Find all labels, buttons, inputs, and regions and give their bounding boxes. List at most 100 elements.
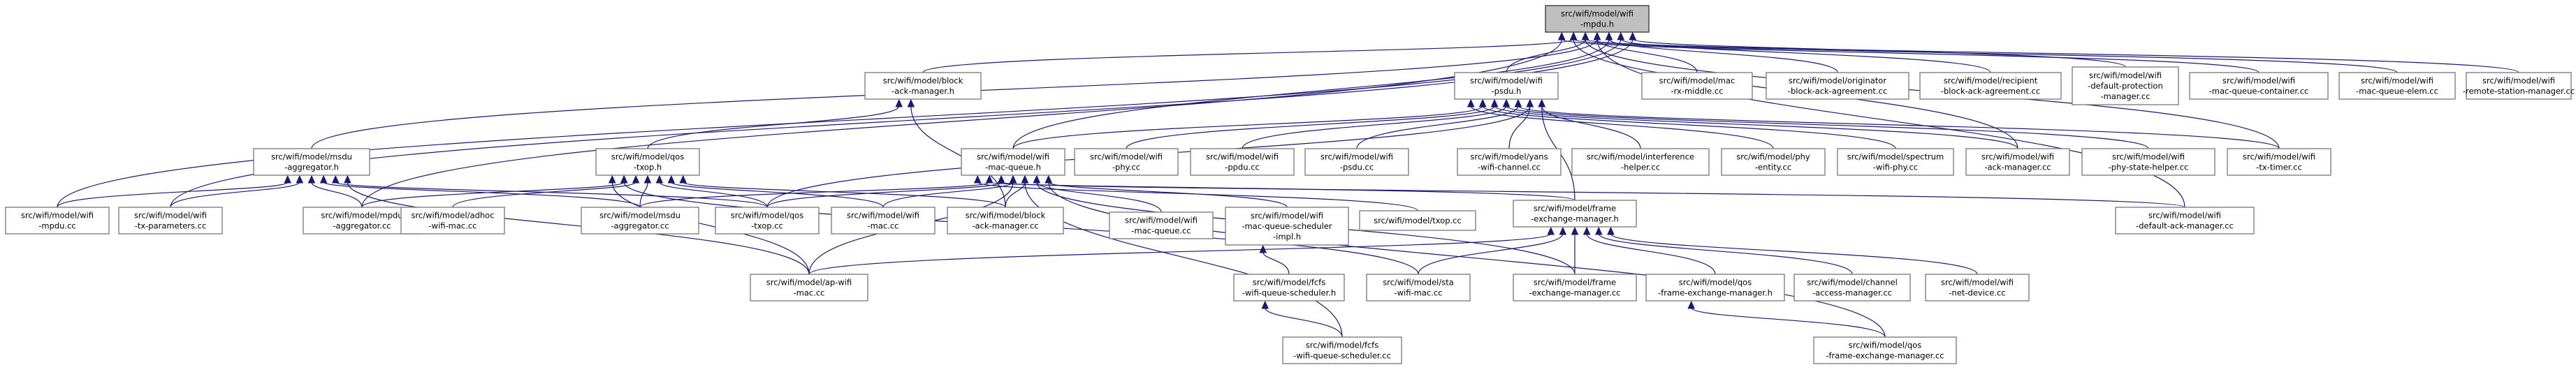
- file-node[interactable]: src/wifi/model/wifi-mac.cc: [831, 207, 936, 235]
- edge-line: [1000, 181, 2185, 208]
- arrowhead-icon: [1547, 226, 1555, 235]
- node-label: -aggregator.cc: [333, 221, 391, 231]
- file-node[interactable]: src/wifi/model/wifi-net-device.cc: [1925, 274, 2030, 302]
- file-node[interactable]: src/wifi/model/interference-helper.cc: [1571, 148, 1710, 176]
- arrowhead-icon: [1595, 226, 1603, 235]
- node-box: [2081, 148, 2215, 176]
- edge-line: [1561, 38, 2260, 73]
- file-node[interactable]: src/wifi/model/recipient-block-ack-agree…: [1919, 72, 2062, 100]
- root-node[interactable]: src/wifi/model/wifi-mpdu.h: [1545, 5, 1650, 33]
- edge-line: [361, 38, 1562, 208]
- file-node[interactable]: src/wifi/model/wifi-mac-queue-elem.cc: [2338, 72, 2456, 100]
- file-node[interactable]: src/wifi/model/fcfs-wifi-queue-scheduler…: [1282, 336, 1402, 364]
- node-label: src/wifi/model/wifi: [847, 211, 919, 221]
- edge-line: [659, 181, 768, 208]
- node-box: [1225, 207, 1349, 246]
- edge-line: [1356, 105, 1519, 149]
- file-node[interactable]: src/wifi/model/wifi-ppdu.cc: [1190, 148, 1295, 176]
- node-box: [1545, 5, 1650, 33]
- edge-line: [57, 181, 289, 208]
- edge-line: [57, 38, 1622, 208]
- dependency-edge: [1045, 174, 1288, 208]
- file-node[interactable]: src/wifi/model/block-ack-manager.h: [864, 72, 982, 100]
- node-box: [715, 207, 820, 235]
- arrowhead-icon: [319, 174, 328, 184]
- file-node[interactable]: src/wifi/model/yans-wifi-channel.cc: [1457, 148, 1562, 176]
- arrowhead-icon: [284, 174, 291, 184]
- node-label: -remote-station-manager.cc: [2463, 87, 2575, 96]
- file-node[interactable]: src/wifi/model/msdu-aggregator.h: [253, 148, 370, 176]
- file-node[interactable]: src/wifi/model/wifi-psdu.cc: [1304, 148, 1409, 176]
- node-box: [118, 207, 223, 235]
- node-label: src/wifi/model/block: [966, 211, 1046, 221]
- edge-line: [910, 105, 1006, 208]
- file-node[interactable]: src/wifi/model/wifi-phy-state-helper.cc: [2081, 148, 2215, 176]
- node-box: [400, 207, 505, 235]
- node-label: -mac-queue-elem.cc: [2356, 87, 2438, 96]
- file-node[interactable]: src/wifi/model/txop.cc: [1359, 210, 1476, 231]
- node-label: -mac-queue-container.cc: [2209, 87, 2309, 96]
- arrowhead-icon: [632, 174, 640, 184]
- file-node[interactable]: src/wifi/model/wifi-phy.cc: [1074, 148, 1179, 176]
- node-label: src/wifi/model/wifi: [2148, 211, 2221, 221]
- dependency-edge: [997, 174, 2185, 208]
- file-node[interactable]: src/wifi/model/originator-block-ack-agre…: [1766, 72, 1909, 100]
- dependency-edge: [170, 31, 1637, 208]
- file-node[interactable]: src/wifi/model/wifi-remote-station-manag…: [2463, 72, 2575, 100]
- file-node[interactable]: src/wifi/model/wifi-default-ack-manager.…: [2115, 207, 2255, 235]
- file-node[interactable]: src/wifi/model/wifi-psdu.h: [1454, 72, 1559, 100]
- file-node[interactable]: src/wifi/model/block-ack-manager.cc: [947, 207, 1064, 235]
- file-node[interactable]: src/wifi/model/frame-exchange-manager.cc: [1513, 274, 1637, 302]
- file-node[interactable]: src/wifi/model/wifi-ack-manager.cc: [1965, 148, 2070, 176]
- file-node[interactable]: src/wifi/model/qos-txop.h: [595, 148, 700, 176]
- arrowhead-icon: [1582, 226, 1591, 235]
- node-label: -ppdu.cc: [1225, 163, 1260, 172]
- node-box: [1190, 148, 1295, 176]
- file-node[interactable]: src/wifi/model/qos-frame-exchange-manage…: [1813, 336, 1957, 364]
- edge-line: [1596, 38, 2185, 208]
- file-node[interactable]: src/wifi/model/qos-txop.cc: [715, 207, 820, 235]
- node-label: src/wifi/model/qos: [1679, 278, 1752, 288]
- file-node[interactable]: src/wifi/model/phy-entity.cc: [1721, 148, 1826, 176]
- node-label: -txop.h: [634, 163, 662, 172]
- file-node[interactable]: src/wifi/model/wifi-default-protection-m…: [2072, 66, 2179, 105]
- node-label: src/wifi/model/channel: [1807, 278, 1898, 288]
- file-node[interactable]: src/wifi/model/sta-wifi-mac.cc: [1366, 274, 1471, 302]
- file-node[interactable]: src/wifi/model/spectrum-wifi-phy.cc: [1837, 148, 1954, 176]
- file-node[interactable]: src/wifi/model/channel-access-manager.cc: [1793, 274, 1911, 302]
- node-label: -frame-exchange-manager.cc: [1826, 351, 1944, 361]
- file-node[interactable]: src/wifi/model/wifi-mac-queue-container.…: [2189, 72, 2329, 100]
- node-label: -rx-middle.cc: [1671, 87, 1723, 96]
- file-node[interactable]: src/wifi/model/fcfs-wifi-queue-scheduler…: [1233, 274, 1345, 302]
- node-label: src/wifi/model/adhoc: [411, 211, 494, 221]
- edge-line: [1265, 307, 1343, 338]
- arrowhead-icon: [1571, 226, 1579, 235]
- node-label: src/wifi/model/msdu: [271, 152, 352, 162]
- file-node[interactable]: src/wifi/model/wifi-mac-queue.h: [961, 148, 1065, 176]
- edge-line: [639, 181, 990, 208]
- file-node[interactable]: src/wifi/model/mac-rx-middle.cc: [1641, 72, 1753, 100]
- file-node[interactable]: src/wifi/model/msdu-aggregator.cc: [581, 207, 699, 235]
- edge-line: [1518, 105, 2280, 149]
- edge-line: [1126, 105, 1495, 149]
- edge-line: [808, 233, 1552, 275]
- node-label: src/wifi/model/wifi: [2089, 70, 2162, 80]
- node-label: -mac.cc: [793, 288, 824, 298]
- file-node[interactable]: src/wifi/model/wifi-mpdu.cc: [5, 207, 110, 235]
- file-node[interactable]: src/wifi/model/wifi-tx-parameters.cc: [118, 207, 223, 235]
- arrowhead-icon: [1261, 300, 1269, 309]
- node-label: src/wifi/model/frame: [1534, 204, 1616, 214]
- arrowhead-icon: [1538, 98, 1546, 107]
- edge-line: [170, 38, 1633, 208]
- file-node[interactable]: src/wifi/model/ap-wifi-mac.cc: [750, 274, 868, 302]
- file-node[interactable]: src/wifi/model/adhoc-wifi-mac.cc: [400, 207, 505, 235]
- dependency-edge: [1261, 300, 1343, 338]
- file-node[interactable]: src/wifi/model/wifi-mac-queue-scheduler-…: [1225, 207, 1349, 246]
- file-node[interactable]: src/wifi/model/frame-exchange-manager.h: [1513, 200, 1637, 228]
- edge-line: [323, 181, 641, 208]
- file-node[interactable]: src/wifi/model/qos-frame-exchange-manage…: [1645, 274, 1785, 302]
- file-node[interactable]: src/wifi/model/wifi-tx-timer.cc: [2227, 148, 2331, 176]
- arrowhead-icon: [1569, 31, 1578, 40]
- file-node[interactable]: src/wifi/model/wifi-mac-queue.cc: [1109, 211, 1214, 239]
- node-label: src/wifi/model/wifi: [2482, 76, 2555, 86]
